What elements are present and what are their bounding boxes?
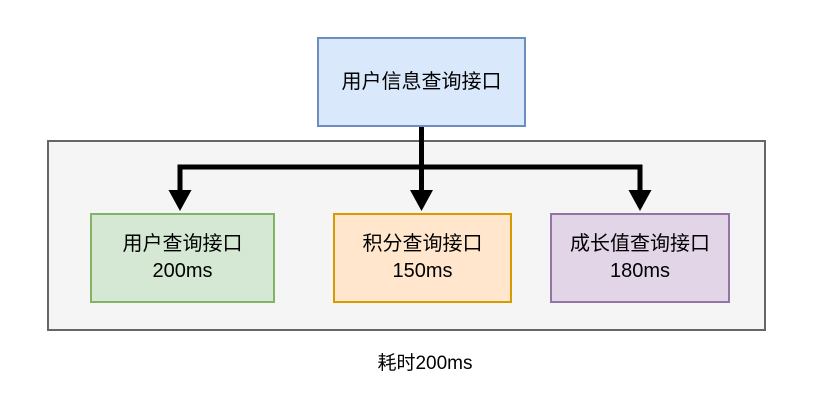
node-time: 150ms: [392, 260, 453, 282]
node-user-info-query-api: 用户信息查询接口: [317, 37, 526, 127]
node-time: 180ms: [609, 260, 671, 282]
node-points-query-api: 积分查询接口 150ms: [333, 213, 512, 303]
node-growth-value-query-api: 成长值查询接口 180ms: [550, 213, 730, 303]
node-time: 200ms: [152, 260, 213, 282]
node-label: 成长值查询接口: [570, 233, 710, 255]
node-label: 积分查询接口: [362, 233, 483, 255]
node-user-query-api: 用户查询接口 200ms: [90, 213, 275, 303]
node-label: 用户查询接口: [122, 233, 243, 255]
total-time-caption: 耗时200ms: [377, 353, 473, 374]
node-label: 用户信息查询接口: [341, 70, 502, 93]
